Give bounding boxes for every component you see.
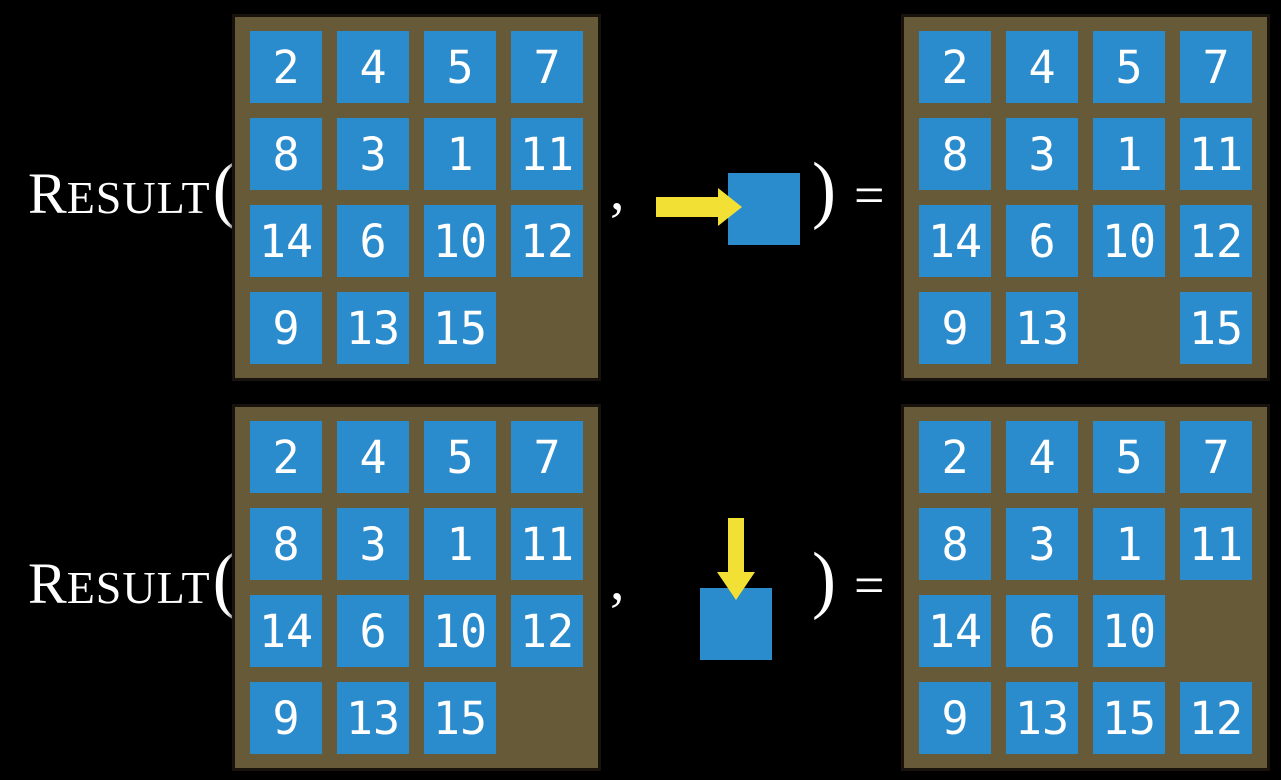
result-label-cap: R <box>28 161 67 226</box>
result-label-cap: R <box>28 551 67 616</box>
puzzle-tile: 14 <box>919 595 991 667</box>
puzzle-tile: 3 <box>1006 118 1078 190</box>
result-function-label-1: R ESULT ( <box>28 147 237 231</box>
puzzle-tile: 11 <box>1180 508 1252 580</box>
puzzle-tile: 15 <box>1093 682 1165 754</box>
puzzle-tile: 7 <box>1180 31 1252 103</box>
open-paren: ( <box>212 147 237 231</box>
puzzle-tile: 8 <box>919 118 991 190</box>
puzzle-tile: 1 <box>1093 118 1165 190</box>
puzzle-tile: 8 <box>919 508 991 580</box>
puzzle-tile: 3 <box>337 118 409 190</box>
puzzle-tile: 13 <box>337 682 409 754</box>
puzzle-tile: 5 <box>1093 421 1165 493</box>
arrow-shaft <box>728 518 744 572</box>
close-equals-1: ) = <box>810 147 885 231</box>
puzzle-tile: 4 <box>337 421 409 493</box>
puzzle-tile: 4 <box>337 31 409 103</box>
equals-sign: = <box>853 555 885 615</box>
result-label-rest: ESULT <box>66 562 211 613</box>
puzzle-tile: 12 <box>1180 682 1252 754</box>
puzzle-tile: 6 <box>337 205 409 277</box>
puzzle-tile: 2 <box>250 31 322 103</box>
puzzle-tile: 9 <box>250 682 322 754</box>
puzzle-tile: 3 <box>1006 508 1078 580</box>
puzzle-tile: 12 <box>511 205 583 277</box>
puzzle-tile: 8 <box>250 118 322 190</box>
puzzle-tile: 15 <box>424 292 496 364</box>
puzzle-tile: 5 <box>424 31 496 103</box>
puzzle-tile: 10 <box>1093 595 1165 667</box>
blank-cell <box>1093 292 1165 364</box>
puzzle-tile: 6 <box>1006 205 1078 277</box>
puzzle-tile: 1 <box>1093 508 1165 580</box>
puzzle-tile: 2 <box>250 421 322 493</box>
puzzle-tile: 1 <box>424 508 496 580</box>
blank-tile-square-2 <box>700 588 772 660</box>
puzzle-tile: 9 <box>919 682 991 754</box>
puzzle-tile: 15 <box>1180 292 1252 364</box>
puzzle-tile: 13 <box>337 292 409 364</box>
puzzle-tile: 7 <box>511 421 583 493</box>
close-paren: ) <box>812 537 836 621</box>
open-paren: ( <box>212 537 237 621</box>
close-equals-2: ) = <box>810 537 885 621</box>
puzzle-tile: 5 <box>424 421 496 493</box>
puzzle-tile: 14 <box>919 205 991 277</box>
puzzle-tile: 13 <box>1006 292 1078 364</box>
comma-separator-2: , <box>610 547 625 612</box>
puzzle-tile: 11 <box>511 508 583 580</box>
blank-cell <box>1180 595 1252 667</box>
puzzle-tile: 4 <box>1006 421 1078 493</box>
equals-sign: = <box>853 165 885 225</box>
blank-cell <box>511 682 583 754</box>
move-down-arrow-icon <box>717 518 755 600</box>
puzzle-tile: 10 <box>1093 205 1165 277</box>
puzzle-tile: 8 <box>250 508 322 580</box>
puzzle-tile: 11 <box>1180 118 1252 190</box>
puzzle-tile: 6 <box>337 595 409 667</box>
puzzle-tile: 9 <box>919 292 991 364</box>
puzzle-tile: 12 <box>1180 205 1252 277</box>
puzzle-tile: 13 <box>1006 682 1078 754</box>
puzzle-tile: 10 <box>424 205 496 277</box>
puzzle-tile: 2 <box>919 421 991 493</box>
puzzle-tile: 4 <box>1006 31 1078 103</box>
puzzle-tile: 12 <box>511 595 583 667</box>
puzzle-tile: 14 <box>250 595 322 667</box>
blank-cell <box>511 292 583 364</box>
puzzle-tile: 11 <box>511 118 583 190</box>
puzzle-tile: 10 <box>424 595 496 667</box>
comma-separator-1: , <box>610 157 625 222</box>
close-paren: ) <box>812 147 836 231</box>
puzzle-tile: 3 <box>337 508 409 580</box>
puzzle-tile: 7 <box>1180 421 1252 493</box>
puzzle-tile: 2 <box>919 31 991 103</box>
puzzle-tile: 6 <box>1006 595 1078 667</box>
puzzle-tile: 5 <box>1093 31 1165 103</box>
result-function-label-2: R ESULT ( <box>28 537 237 621</box>
move-right-arrow-icon <box>656 188 742 226</box>
puzzle-tile: 9 <box>250 292 322 364</box>
arrow-shaft <box>656 197 718 217</box>
arrow-head <box>718 188 742 226</box>
puzzle-tile: 7 <box>511 31 583 103</box>
puzzle-tile: 14 <box>250 205 322 277</box>
arrow-head <box>717 572 755 600</box>
puzzle-tile: 15 <box>424 682 496 754</box>
puzzle-tile: 1 <box>424 118 496 190</box>
result-label-rest: ESULT <box>66 172 211 223</box>
